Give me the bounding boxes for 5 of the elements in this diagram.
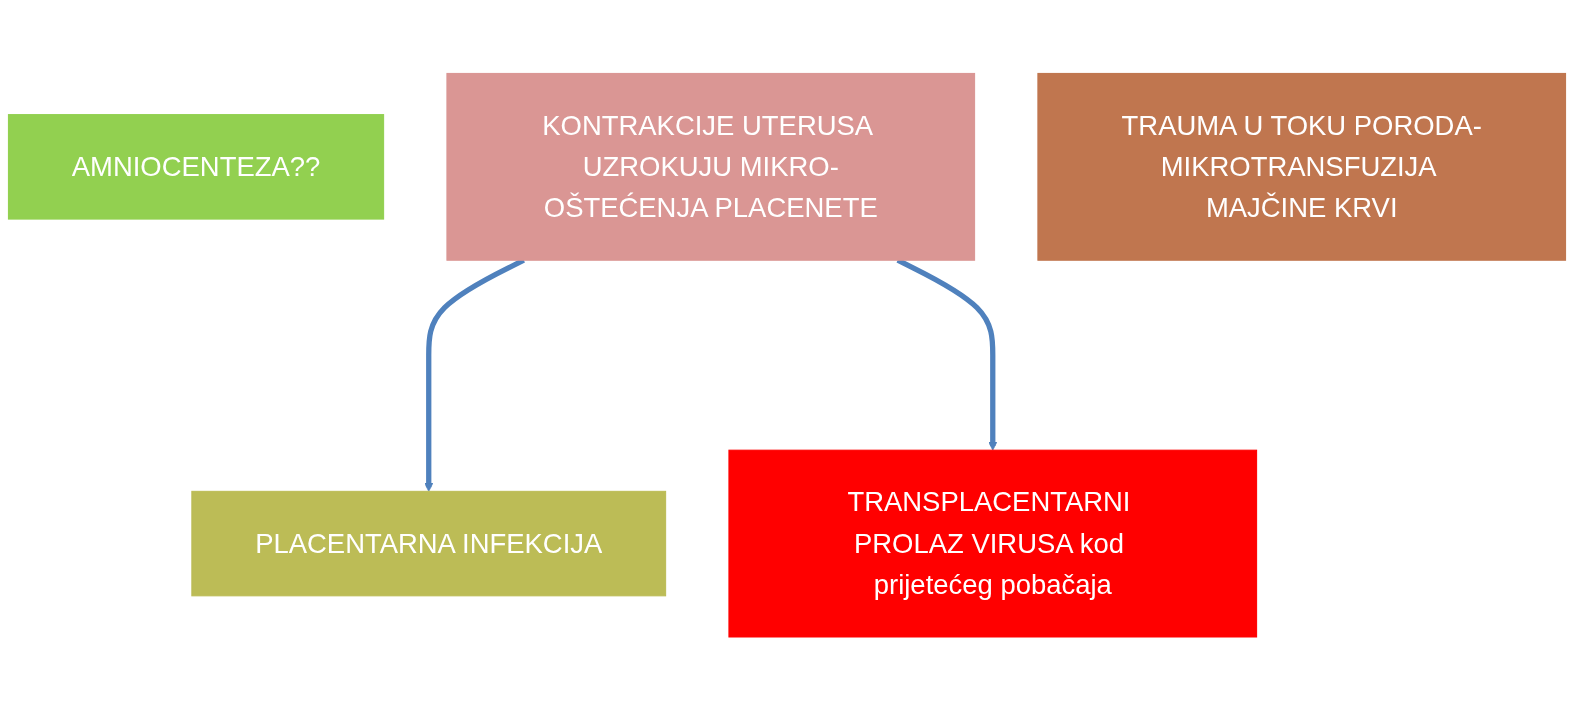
- node-box: PLACENTARNA INFEKCIJA: [191, 490, 667, 597]
- node-box: TRANSPLACENTARNI PROLAZ VIRUSA kod prijetećeg pobačaja: [728, 449, 1258, 638]
- node-box: KONTRAKCIJE UTERUSA UZROKUJU MIKRO-OŠTEĆENJA PLACENETE: [446, 72, 976, 261]
- node-box: AMNIOCENTEZA??: [7, 113, 385, 220]
- node-box: TRAUMA U TOKU PORODA-MIKROTRANSFUZIJA MAJČINE KRVI: [1037, 72, 1567, 261]
